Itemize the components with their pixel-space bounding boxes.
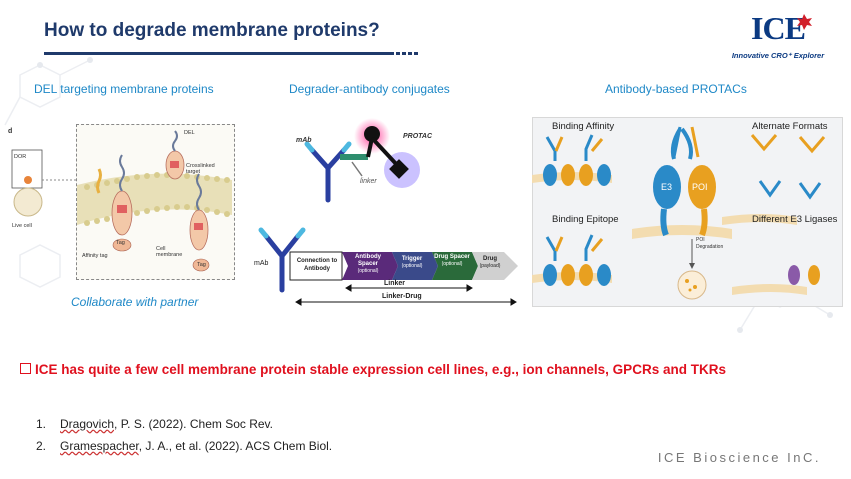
dac-protac-illustration [304, 118, 420, 203]
dor-label: DOR [14, 154, 27, 160]
ice-logo-icon: ICE [751, 10, 812, 46]
references-list: 1.Dragovich, P. S. (2022). Chem Soc Rev.… [36, 413, 332, 457]
poi-label: POI [692, 182, 708, 192]
tag-label: Tag [116, 240, 125, 246]
trigger-label: Trigger [401, 256, 423, 262]
trigger-optional: (optional) [401, 263, 423, 269]
section-label-protac: Antibody-based PROTACs [605, 82, 747, 96]
dac-mab-label: mAb [296, 137, 312, 144]
logo-tagline: Innovative CRO⁺ Explorer [731, 51, 825, 60]
cell-membrane-label: Cell membrane [156, 246, 183, 258]
dac-linker-label: linker [360, 178, 377, 185]
reference-item: 2.Gramespacher, J. A., et al. (2022). AC… [36, 439, 333, 453]
linker-drug-schematic [258, 227, 518, 306]
section-label-dac: Degrader-antibody conjugates [289, 82, 450, 96]
panel-letter: d [8, 128, 13, 135]
poi-degradation-label: POI Degradation [696, 237, 724, 250]
antibody-spacer-block: Antibody Spacer (optional) [346, 254, 390, 275]
drug-spacer-label: Drug Spacer [434, 254, 470, 260]
reference-author: Dragovich [60, 417, 115, 431]
protac-illustration [532, 126, 826, 300]
linker-mab-label: mAb [254, 260, 269, 267]
reference-author: Gramespacher [60, 439, 139, 453]
drug-spacer-optional: (optional) [441, 261, 463, 267]
reference-item: 1.Dragovich, P. S. (2022). Chem Soc Rev. [36, 417, 273, 431]
live-cell-label: Live cell [12, 223, 32, 229]
tag-label-2: Tag [197, 262, 206, 268]
drug-block: Drug (payload) [474, 256, 506, 270]
title-underline [44, 52, 394, 55]
del-membrane-illustration [77, 130, 232, 272]
trigger-block: Trigger (optional) [394, 256, 430, 270]
section-label-del: DEL targeting membrane proteins [34, 82, 214, 96]
binding-affinity-label: Binding Affinity [552, 121, 615, 132]
statement-text: ICE has quite a few cell membrane protei… [35, 362, 726, 377]
antibody-spacer-optional: (optional) [357, 268, 379, 274]
del-label: DEL [184, 130, 195, 136]
capability-statement: ICE has quite a few cell membrane protei… [20, 362, 726, 377]
crosslinked-target-label: Crosslinked target [186, 163, 215, 175]
antibody-spacer-label: Antibody Spacer [355, 254, 381, 267]
logo-mark: ICE [723, 10, 833, 51]
drug-payload-label: (payload) [479, 263, 501, 269]
connection-to-antibody-label: Connection to Antibody [296, 258, 338, 272]
dac-protac-label: PROTAC [403, 133, 433, 140]
collaborate-with-partner-text: Collaborate with partner [71, 295, 199, 309]
linker-drug-label: Linker-Drug [382, 293, 422, 300]
linker-label: Linker [384, 280, 406, 287]
e3-label: E3 [661, 182, 673, 192]
drug-spacer-block: Drug Spacer (optional) [434, 254, 470, 268]
page-title: How to degrade membrane proteins? [44, 20, 380, 41]
affinity-tag-label: Affinity tag [82, 253, 108, 259]
company-logo: ICE Innovative CRO⁺ Explorer [723, 10, 833, 60]
drug-label: Drug [483, 256, 497, 262]
checkbox-square-icon [20, 363, 31, 374]
svg-text:ICE: ICE [751, 10, 805, 44]
footer-company-name: ICE Bioscience InC. [657, 450, 821, 465]
title-underline-dashes [396, 52, 420, 55]
live-cell-inset [11, 149, 76, 217]
different-e3-ligases-label: Different E3 Ligases [752, 214, 838, 225]
binding-epitope-label: Binding Epitope [552, 214, 619, 225]
alternate-formats-label: Alternate Formats [752, 121, 828, 132]
